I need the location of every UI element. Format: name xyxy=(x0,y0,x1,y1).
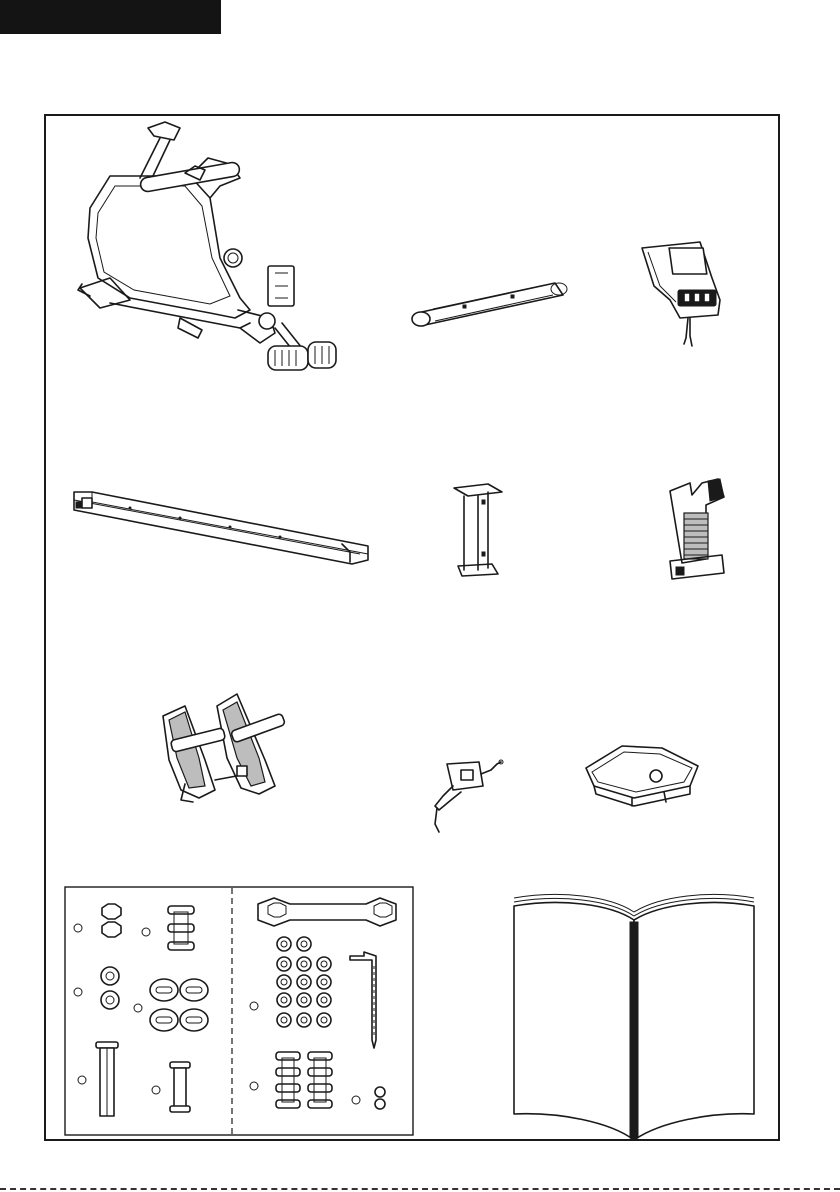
hardware-pack-icon xyxy=(64,886,414,1136)
foot-pedals-icon xyxy=(155,690,295,810)
owners-manual-icon xyxy=(510,890,758,1140)
rowing-machine-main-frame-icon xyxy=(70,118,345,380)
console-icon xyxy=(640,240,725,350)
console-mast-icon xyxy=(662,475,732,585)
sensor-bracket-icon xyxy=(425,750,507,840)
page-bottom-rule xyxy=(0,1188,840,1190)
slide-rail-icon xyxy=(70,488,372,568)
stabilizer-tube-icon xyxy=(405,275,570,335)
section-header-tab xyxy=(0,0,221,34)
rear-support-post-icon xyxy=(448,482,508,580)
seat-icon xyxy=(582,742,702,812)
